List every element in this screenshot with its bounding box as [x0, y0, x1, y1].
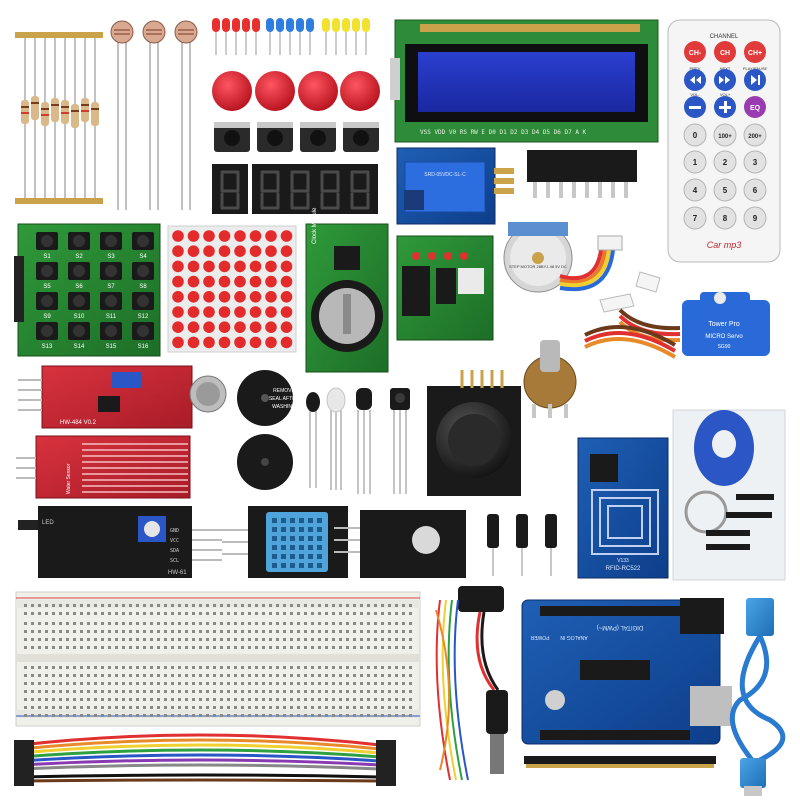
stepper-label: STEP MOTOR 28BYJ-48 5V DC [509, 264, 567, 269]
remote-brand: Car mp3 [707, 240, 742, 250]
buzzer-text-1: REMOVE [273, 388, 295, 394]
resistor-bundle [15, 32, 103, 204]
remote-key-2: 2 [723, 158, 728, 167]
remote-key-9: 9 [753, 214, 758, 223]
keypad-label: S13 [42, 344, 53, 350]
i2c-pin-sda: SDA [170, 548, 179, 554]
remote-key-1: 1 [693, 158, 698, 167]
keypad-label: S15 [106, 344, 117, 350]
photoresistors [110, 20, 198, 210]
remote-key-100: 100+ [718, 134, 732, 140]
keypad-label: S8 [139, 284, 147, 290]
potentiometer [523, 340, 577, 418]
i2c-pin-scl: SCL [170, 558, 179, 564]
tilt-switches [487, 514, 557, 576]
seven-segment-displays [212, 164, 378, 214]
keypad-label: S2 [75, 254, 83, 260]
uno-analog-label: ANALOG IN [560, 634, 588, 640]
led-matrix-8x8 [167, 225, 297, 353]
remote-key-7: 7 [693, 214, 698, 223]
button-caps [212, 71, 380, 111]
remote-vol-plus-label: VOL+ [720, 92, 731, 97]
servo-model: MICRO Servo [705, 334, 743, 340]
keypad-label: S14 [74, 344, 85, 350]
jumper-ribbon [14, 733, 396, 786]
svg-text:VSS VDD V0 RS RW E D0 D1 D2 D3: VSS VDD V0 RS RW E D0 D1 D2 D3 D4 D5 D6 … [420, 129, 587, 136]
keypad-label: S9 [43, 314, 51, 320]
keypad-label: S11 [106, 314, 117, 320]
rtc-label: Clock Module [312, 207, 318, 244]
remote-key-4: 4 [693, 186, 698, 195]
rfid-label: RFID-RC522 [606, 566, 641, 572]
keypad-label: S6 [75, 284, 83, 290]
remote-eq: EQ [750, 105, 761, 112]
keypad-label: S16 [138, 344, 149, 350]
remote-key-5: 5 [723, 186, 728, 195]
usb-cable [729, 598, 786, 796]
led-strip [212, 18, 370, 55]
remote-ch: CH [720, 50, 730, 57]
i2c-led-label: LED [42, 520, 54, 526]
i2c-model: HW-61 [168, 570, 187, 576]
rfid-pins-label: V133 [617, 558, 629, 564]
i2c-pin-gnd: GND [170, 528, 179, 534]
ir-remote: CHANNEL CH- CH CH+ PREV NEXT PLAY/PAUSE … [667, 19, 781, 263]
breadboard [15, 591, 421, 727]
stepper-motor: STEP MOTOR 28BYJ-48 5V DC [503, 222, 623, 293]
keypad-label: S12 [138, 314, 149, 320]
water-sensor-label: Water Sensor [66, 463, 72, 494]
remote-key-200: 200+ [748, 134, 762, 140]
remote-vol-minus-label: VOL- [690, 92, 700, 97]
uno-power-label: POWER [530, 634, 549, 640]
servo-motor: Tower Pro MICRO Servo SG90 [584, 271, 770, 359]
rtc-clock-module: Clock Module [305, 207, 389, 373]
uno-digital-label: DIGITAL (PWM~) [597, 624, 644, 630]
keypad-label: S7 [107, 284, 115, 290]
sound-sensor-label: HW-484 V0.2 [60, 420, 97, 426]
keypad-label: S3 [107, 254, 115, 260]
remote-key-3: 3 [753, 158, 758, 167]
led-light-module [334, 510, 466, 578]
joystick-module [427, 370, 521, 496]
relay-label: SRD-05VDC-SL-C [424, 172, 466, 178]
servo-sub: SG90 [718, 344, 731, 350]
keypad-label: S1 [43, 254, 51, 260]
remote-key-6: 6 [753, 186, 758, 195]
remote-next-label: NEXT [720, 66, 731, 71]
rfid-card-and-fob [672, 409, 786, 581]
battery-clip-and-wires [435, 586, 508, 781]
water-level-sensor: Water Sensor [16, 435, 191, 499]
keypad-label: S10 [74, 314, 85, 320]
small-components [306, 387, 410, 494]
i2c-pin-vcc: VCC [170, 538, 179, 544]
i2c-lcd-adapter: GND VCC SDA SCL HW-61 LED [18, 506, 222, 578]
tactile-switches [214, 122, 379, 152]
servo-brand: Tower Pro [708, 321, 740, 328]
keypad-label: S5 [43, 284, 51, 290]
relay-module: SRD-05VDC-SL-C [396, 147, 514, 225]
stepper-driver-board [396, 235, 494, 341]
remote-prev-label: PREV [690, 66, 701, 71]
sound-sensor-module: HW-484 V0.2 [18, 365, 227, 429]
remote-key-0: 0 [693, 131, 698, 140]
dht11-sensor-module [222, 506, 348, 578]
buzzer-text-2: SEAL AFTER [269, 396, 299, 402]
remote-key-8: 8 [723, 214, 728, 223]
remote-header: CHANNEL [710, 34, 739, 40]
rfid-rc522-module: RFID-RC522 V133 [577, 437, 669, 579]
arduino-uno-board: DIGITAL (PWM~) ANALOG IN POWER [521, 598, 732, 768]
lcd-1602-module: VSS VDD V0 RS RW E D0 D1 D2 D3 D4 D5 D6 … [390, 19, 659, 143]
remote-ch-minus: CH- [689, 50, 702, 57]
remote-play-label: PLAY/PAUSE [743, 66, 768, 71]
remote-ch-plus: CH+ [748, 50, 762, 57]
dip-chip [527, 150, 637, 198]
keypad-label: S4 [139, 254, 147, 260]
buzzer-text-3: WASHING [272, 404, 296, 410]
buzzers: REMOVE SEAL AFTER WASHING [237, 370, 299, 490]
